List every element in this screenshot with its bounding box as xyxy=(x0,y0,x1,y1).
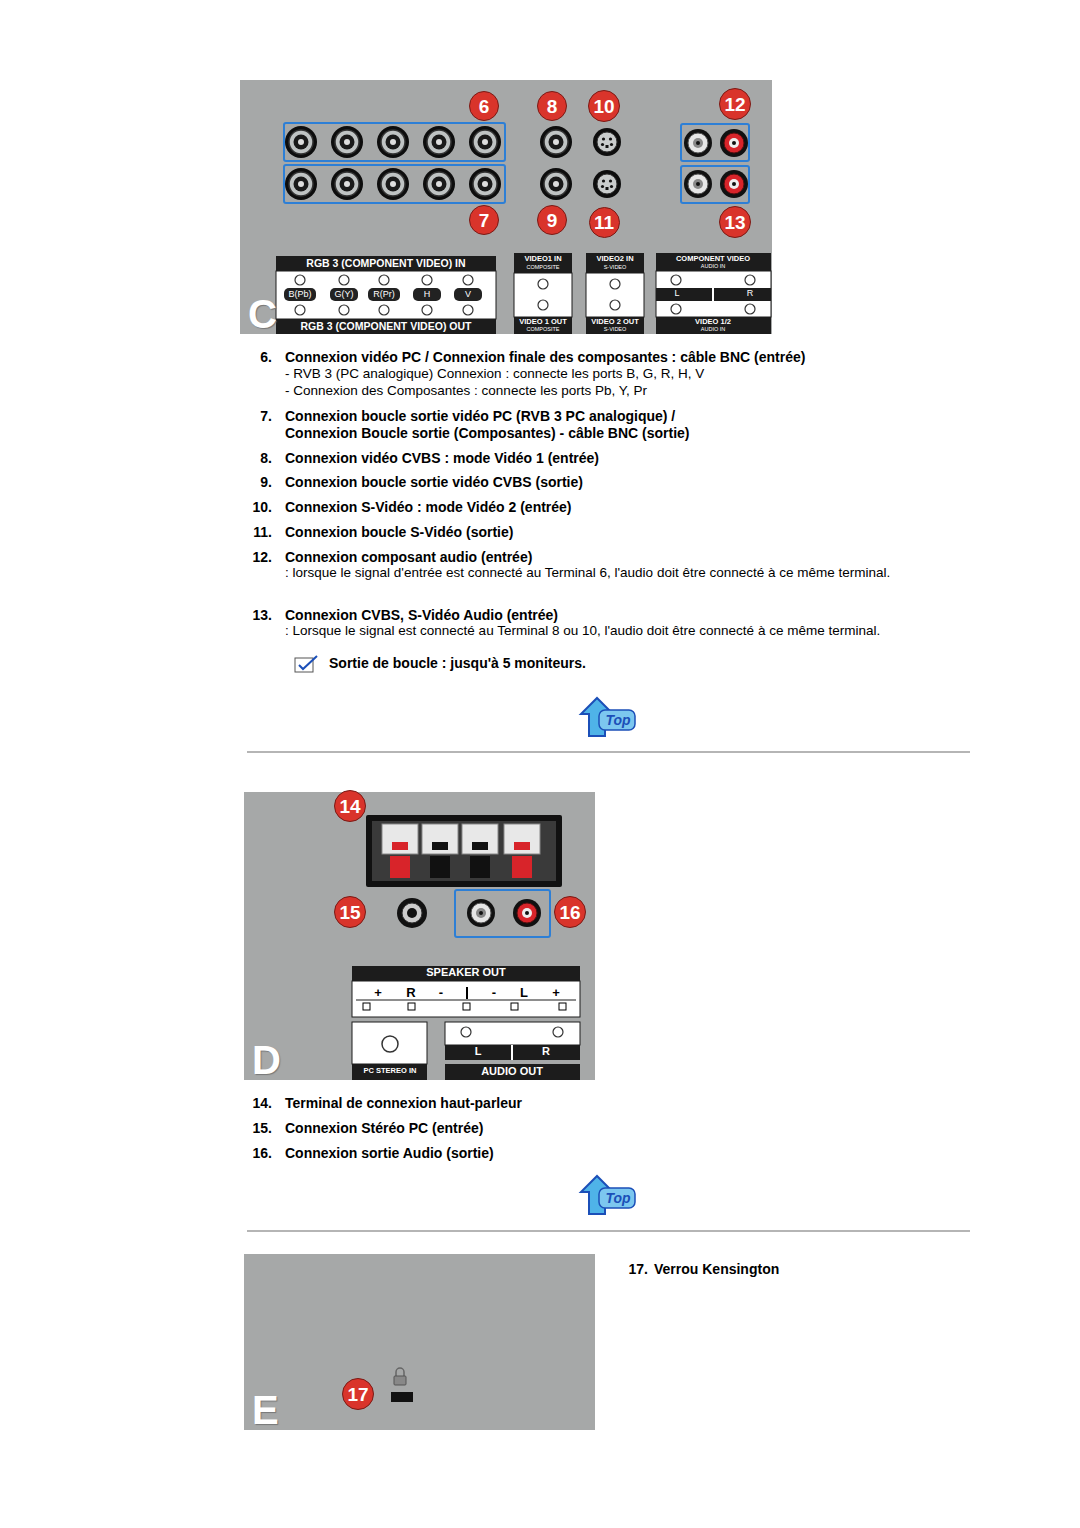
terminal-sign: - xyxy=(439,985,443,1001)
callout-text: 10 xyxy=(593,97,614,116)
callout-text: 12 xyxy=(724,95,745,114)
item-heading: Connexion boucle sortie vidéo PC (RVB 3 … xyxy=(285,408,730,442)
item-number: 12. xyxy=(253,549,272,566)
item-number: 10. xyxy=(253,499,272,516)
panel-letter: C xyxy=(248,294,277,334)
port-group-label: VIDEO1 IN xyxy=(524,254,561,263)
item-note: : lorsque le signal d'entrée est connect… xyxy=(285,565,905,581)
callout-text: 7 xyxy=(479,211,490,230)
port-label: B(Pb) xyxy=(288,289,311,300)
item-note: - Connexion des Composantes : connecte l… xyxy=(285,383,647,399)
top-button-label: Top xyxy=(605,1190,630,1207)
item-heading: Connexion boucle sortie vidéo CVBS (sort… xyxy=(285,474,583,491)
callout-number: 8 xyxy=(537,91,567,121)
port-sublabel: S-VIDEO xyxy=(604,326,627,333)
port-sublabel: S-VIDEO xyxy=(604,264,627,271)
callout-number: 17 xyxy=(342,1378,374,1410)
item-heading: Connexion composant audio (entrée) xyxy=(285,549,532,566)
callout-text: 16 xyxy=(559,903,580,922)
port-group-label: RGB 3 (COMPONENT VIDEO) IN xyxy=(306,257,465,270)
callout-number: 6 xyxy=(469,91,499,121)
item-heading: Connexion vidéo PC / Connexion finale de… xyxy=(285,349,805,366)
item-heading: Connexion CVBS, S-Vidéo Audio (entrée) xyxy=(285,607,558,624)
item-number: 6. xyxy=(260,349,272,366)
item-number: 11. xyxy=(253,524,272,541)
panel-letter: D xyxy=(252,1040,281,1080)
port-sublabel: AUDIO IN xyxy=(701,263,725,270)
item-heading: Connexion S-Vidéo : mode Vidéo 2 (entrée… xyxy=(285,499,572,516)
terminal-sign: - xyxy=(492,985,496,1001)
port-label: G(Y) xyxy=(335,289,354,300)
callout-text: 17 xyxy=(347,1385,368,1404)
callout-text: 9 xyxy=(547,211,558,230)
item-number: 14. xyxy=(253,1095,272,1112)
item-heading: Connexion boucle S-Vidéo (sortie) xyxy=(285,524,513,541)
port-group-label: PC STEREO IN xyxy=(364,1066,417,1075)
panel-letter: E xyxy=(252,1390,279,1430)
port-group-label: RGB 3 (COMPONENT VIDEO) OUT xyxy=(301,320,472,333)
port-sublabel: AUDIO IN xyxy=(701,326,725,333)
item-number: 8. xyxy=(260,450,272,467)
item-heading: Connexion Stéréo PC (entrée) xyxy=(285,1120,483,1137)
callout-number: 14 xyxy=(334,790,366,822)
item-heading: Terminal de connexion haut-parleur xyxy=(285,1095,522,1112)
item-number: 17. xyxy=(629,1261,648,1278)
item-number: 7. xyxy=(260,408,272,425)
connector-panel: E 17 xyxy=(244,1254,595,1430)
terminal-sign: R xyxy=(406,985,415,1001)
port-group-label: R xyxy=(542,1045,550,1058)
callout-number: 15 xyxy=(334,896,366,928)
item-number: 9. xyxy=(260,474,272,491)
item-heading: Connexion sortie Audio (sortie) xyxy=(285,1145,494,1162)
port-label: V xyxy=(465,289,471,300)
item-heading: Sortie de boucle : jusqu'à 5 moniteurs. xyxy=(329,655,586,672)
callout-number: 16 xyxy=(554,896,586,928)
connector-panel: D 14 15 16 xyxy=(244,792,595,1080)
item-number: 15. xyxy=(253,1120,272,1137)
port-label: R(Pr) xyxy=(373,289,395,300)
callout-text: 11 xyxy=(594,213,614,232)
port-label: H xyxy=(424,289,431,300)
callout-text: 13 xyxy=(724,213,745,232)
port-group-label: VIDEO 2 OUT xyxy=(591,317,639,326)
callout-number: 11 xyxy=(589,207,620,238)
port-label: R xyxy=(747,288,754,299)
port-group-label: VIDEO2 IN xyxy=(596,254,633,263)
item-note: : Lorsque le signal est connecté au Term… xyxy=(285,623,1005,639)
port-label: L xyxy=(674,288,679,299)
callout-text: 14 xyxy=(339,797,360,816)
item-number: 16. xyxy=(253,1145,272,1162)
callout-number: 10 xyxy=(588,90,620,122)
item-heading: Connexion vidéo CVBS : mode Vidéo 1 (ent… xyxy=(285,450,599,467)
top-button-label: Top xyxy=(605,712,630,729)
port-group-label: SPEAKER OUT xyxy=(426,966,505,979)
terminal-sign: L xyxy=(520,985,528,1001)
port-group-label: COMPONENT VIDEO xyxy=(676,254,750,263)
connector-panel: C 6 8 10 12 7 9 11 13 xyxy=(240,80,772,334)
port-group-label: VIDEO 1 OUT xyxy=(519,317,567,326)
callout-text: 8 xyxy=(547,97,558,116)
callout-text: 6 xyxy=(479,97,490,116)
callout-number: 12 xyxy=(719,88,751,120)
item-number: 13. xyxy=(253,607,272,624)
callout-text: 15 xyxy=(339,903,360,922)
callout-number: 7 xyxy=(469,205,499,235)
port-group-label: VIDEO 1/2 xyxy=(695,317,731,326)
port-sublabel: COMPOSITE xyxy=(526,326,559,333)
item-note: - RVB 3 (PC analogique) Connexion : conn… xyxy=(285,366,704,382)
callout-number: 13 xyxy=(719,206,751,238)
callout-number: 9 xyxy=(537,205,567,235)
port-sublabel: COMPOSITE xyxy=(526,264,559,271)
port-group-label: AUDIO OUT xyxy=(481,1065,543,1078)
terminal-sign: + xyxy=(374,985,382,1001)
item-heading: Verrou Kensington xyxy=(654,1261,779,1278)
port-group-label: L xyxy=(475,1045,482,1058)
terminal-sign: + xyxy=(552,985,560,1001)
